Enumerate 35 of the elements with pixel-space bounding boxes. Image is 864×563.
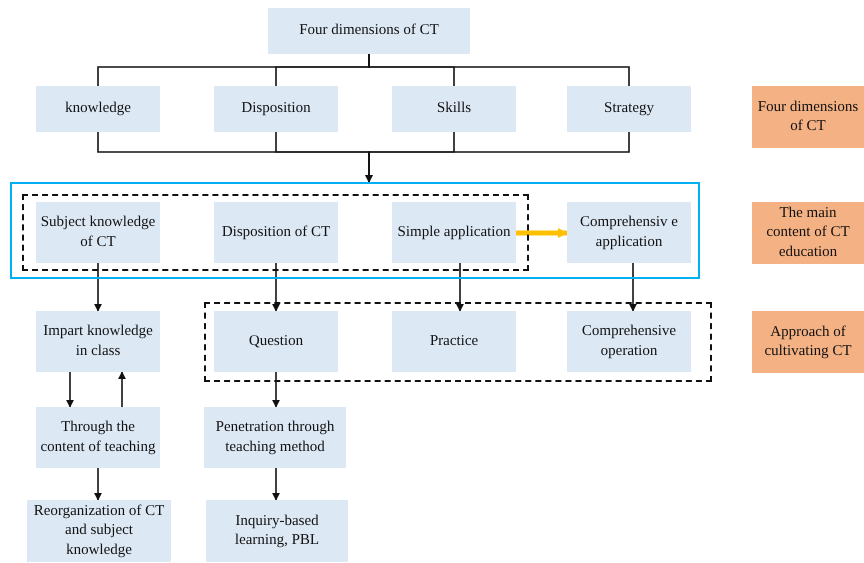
arrow bbox=[66, 372, 74, 408]
arrow bbox=[118, 371, 126, 407]
dashed-group-frame bbox=[204, 302, 712, 382]
process-box: Practice bbox=[392, 311, 516, 372]
process-box: knowledge bbox=[36, 86, 160, 132]
process-box: Question bbox=[214, 311, 338, 372]
process-box: Strategy bbox=[567, 86, 691, 132]
process-box: Inquiry-based learning, PBL bbox=[206, 500, 348, 562]
arrow bbox=[272, 263, 280, 312]
dashed-group-frame bbox=[22, 194, 529, 271]
process-box: Skills bbox=[392, 86, 516, 132]
arrow bbox=[629, 263, 637, 312]
process-box: Impart knowledge in class bbox=[36, 311, 160, 372]
category-box: Four dimensions of CT bbox=[752, 86, 864, 148]
connector-line bbox=[368, 54, 630, 86]
arrow bbox=[272, 372, 280, 408]
arrow bbox=[456, 263, 464, 312]
group-frame bbox=[10, 182, 700, 279]
process-box: Four dimensions of CT bbox=[268, 8, 470, 54]
process-box: Disposition bbox=[214, 86, 338, 132]
category-box: The main content of CT education bbox=[752, 202, 864, 264]
process-box: Subject knowledge of CT bbox=[36, 202, 160, 263]
arrow bbox=[516, 228, 568, 238]
category-box: Approach of cultivating CT bbox=[752, 311, 864, 373]
process-box: Comprehensiv e application bbox=[567, 202, 691, 263]
arrow bbox=[272, 468, 280, 501]
process-box: Reorganization of CT and subject knowledge bbox=[27, 500, 171, 562]
process-box: Disposition of CT bbox=[214, 202, 338, 263]
arrow bbox=[94, 468, 102, 501]
process-box: Penetration through teaching method bbox=[204, 407, 346, 468]
process-box: Comprehensive operation bbox=[567, 311, 691, 372]
process-box: Simple application bbox=[392, 202, 516, 263]
arrow bbox=[94, 263, 102, 312]
arrow bbox=[365, 132, 630, 183]
process-box: Through the content of teaching bbox=[36, 407, 160, 468]
